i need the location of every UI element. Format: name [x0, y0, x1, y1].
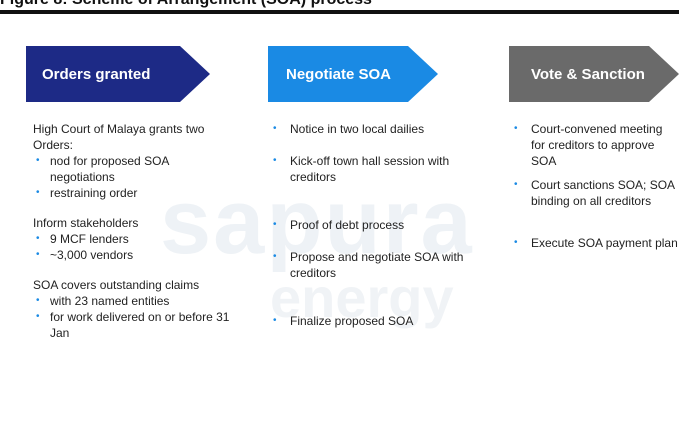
- bullet-icon: •: [273, 315, 277, 326]
- vote-sanction-column: •Court-convened meeting for creditors to…: [511, 121, 679, 251]
- vote-list: •Court-convened meeting for creditors to…: [511, 121, 679, 251]
- list-item: •Finalize proposed SOA: [273, 314, 414, 328]
- list-item: •9 MCF lenders: [36, 232, 129, 246]
- bullet-icon: •: [36, 187, 40, 198]
- list-item: •for work delivered on or before 31 Jan: [36, 310, 230, 340]
- step-label: Vote & Sanction: [531, 65, 645, 83]
- claims-list: •with 23 named entities •for work delive…: [33, 293, 233, 341]
- step-label: Negotiate SOA: [286, 65, 392, 83]
- figure-title: Figure 8: Scheme of Arrangement (SOA) pr…: [0, 0, 679, 11]
- bullet-icon: •: [36, 233, 40, 244]
- list-item: •Notice in two local dailies: [273, 122, 425, 136]
- stakeholders-list: •9 MCF lenders •~3,000 vendors: [33, 231, 233, 263]
- bullet-icon: •: [514, 237, 518, 248]
- list-item: •Proof of debt process: [273, 218, 405, 232]
- orders-granted-column: High Court of Malaya grants two Orders: …: [33, 121, 233, 341]
- paragraph-stakeholders: Inform stakeholders: [33, 216, 139, 230]
- list-item: •Execute SOA payment plan: [514, 236, 678, 250]
- bullet-icon: •: [273, 251, 277, 262]
- bullet-icon: •: [36, 295, 40, 306]
- list-item: •with 23 named entities: [36, 294, 170, 308]
- paragraph-claims: SOA covers outstanding claims: [33, 278, 200, 292]
- list-item: •Court-convened meeting for creditors to…: [514, 122, 663, 168]
- bullet-icon: •: [36, 155, 40, 166]
- bullet-icon: •: [514, 123, 518, 134]
- list-item: •restraining order: [36, 186, 138, 200]
- bullet-icon: •: [273, 123, 277, 134]
- list-item: •nod for proposed SOA negotiations: [36, 154, 169, 184]
- negotiate-list: •Notice in two local dailies •Kick-off t…: [270, 121, 470, 329]
- step-negotiate-soa: Negotiate SOA: [268, 46, 438, 102]
- list-item: •Court sanctions SOA; SOA binding on all…: [514, 178, 675, 208]
- bullet-icon: •: [514, 179, 518, 190]
- list-item: •Kick-off town hall session with credito…: [273, 154, 450, 184]
- list-item: •Propose and negotiate SOA with creditor…: [273, 250, 464, 280]
- bullet-icon: •: [36, 311, 40, 322]
- bullet-icon: •: [36, 249, 40, 260]
- bullet-icon: •: [273, 219, 277, 230]
- step-orders-granted: Orders granted: [26, 46, 210, 102]
- step-vote-sanction: Vote & Sanction: [509, 46, 679, 102]
- title-rule: [0, 10, 679, 14]
- paragraph-court-orders: High Court of Malaya grants two Orders:: [33, 122, 205, 152]
- step-label: Orders granted: [42, 65, 151, 83]
- bullet-icon: •: [273, 155, 277, 166]
- negotiate-soa-column: •Notice in two local dailies •Kick-off t…: [270, 121, 470, 329]
- list-item: •~3,000 vendors: [36, 248, 134, 262]
- court-orders-list: •nod for proposed SOA negotiations •rest…: [33, 153, 233, 201]
